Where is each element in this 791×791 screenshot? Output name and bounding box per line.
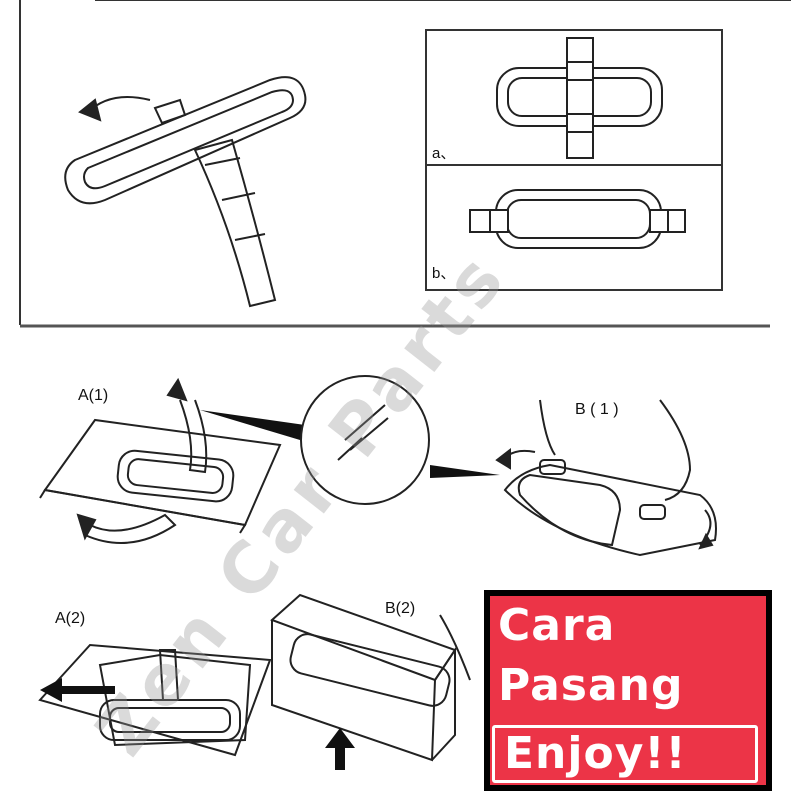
a1-illustration [39,377,282,544]
promo-banner: Cara Pasang Enjoy!! [484,590,772,791]
a2-illustration [38,643,272,757]
label-b2: B(2) [385,600,415,617]
label-a1: A(1) [78,387,108,404]
b1-illustration [495,399,717,557]
enjoy-box [492,725,758,783]
label-a: a、 [432,145,455,162]
magnifier-detail [200,375,500,505]
handle-b-illustration [469,189,686,249]
a2-arrow [40,678,115,702]
label-b1: B ( 1 ) [575,401,619,418]
promo-line-1: Cara [498,600,616,651]
label-a2: A(2) [55,610,85,627]
strap-handle-illustration [64,76,307,308]
box-a-frame [425,29,723,166]
box-b-frame [425,164,723,291]
label-b: b、 [432,265,455,282]
promo-line-3: Enjoy!! [504,728,687,779]
handle-a-illustration [496,37,663,159]
b2-arrow [325,728,355,770]
promo-line-2: Pasang [498,660,684,711]
b2-illustration [270,593,471,762]
